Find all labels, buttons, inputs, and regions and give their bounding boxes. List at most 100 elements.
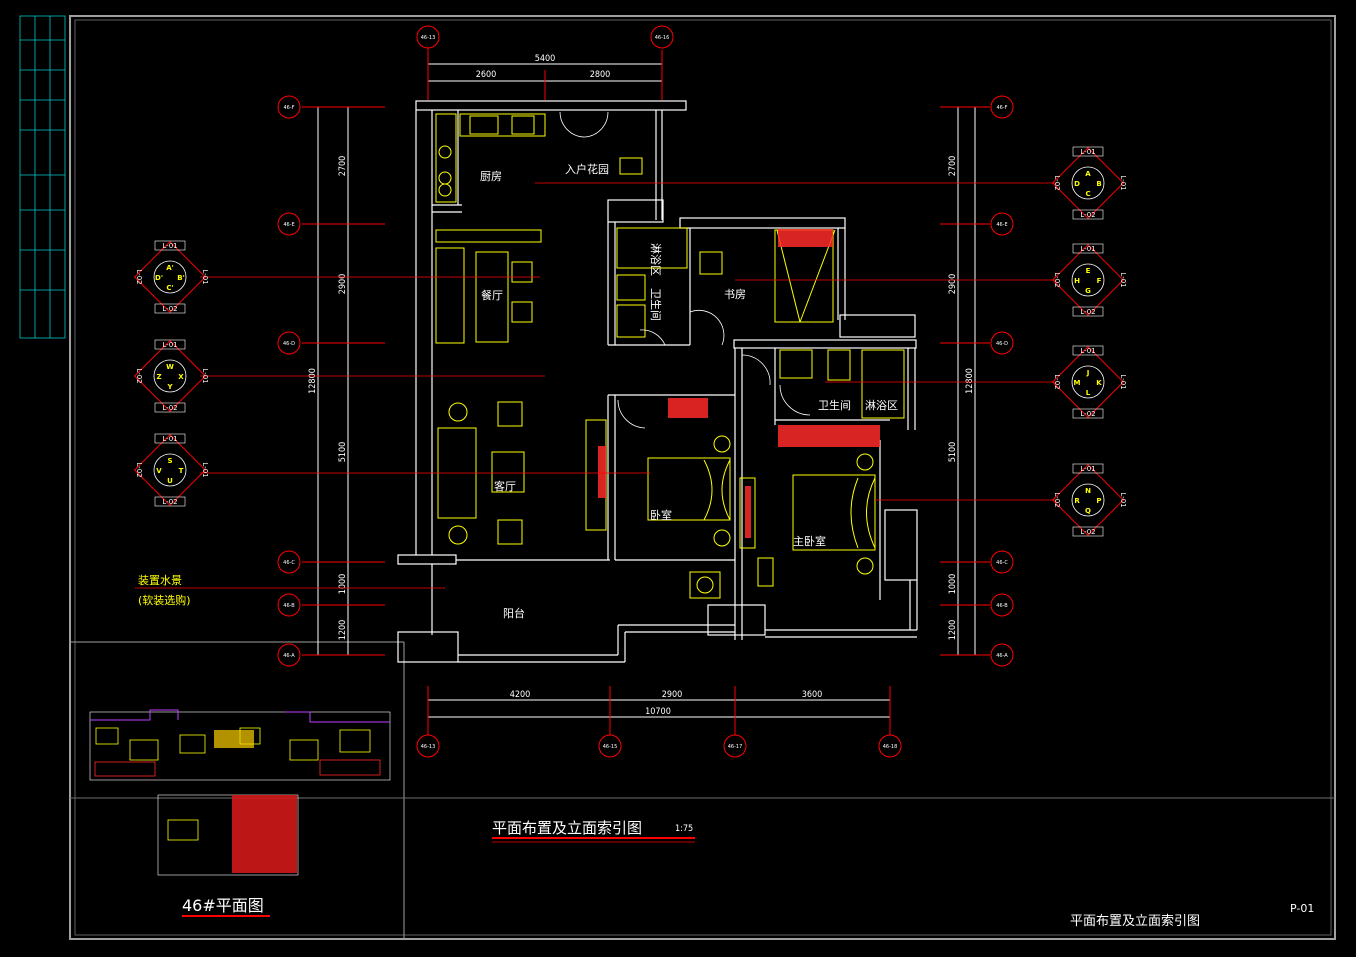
axis-bubble-top-right: 46-16: [650, 25, 674, 49]
svg-text:L-01: L-01: [1080, 465, 1095, 473]
svg-text:J: J: [1086, 369, 1090, 377]
dim-right-1: 2700: [948, 156, 958, 177]
svg-text:L-01: L-01: [201, 368, 209, 383]
room-label-master: 主卧室: [793, 534, 826, 548]
index-leaders: [135, 182, 1057, 589]
svg-text:L-02: L-02: [135, 368, 143, 383]
dim-bottom-total: 10700: [645, 707, 671, 717]
svg-text:L-02: L-02: [1053, 175, 1061, 190]
svg-text:T: T: [179, 467, 184, 475]
svg-text:L: L: [1086, 389, 1091, 397]
svg-text:L-02: L-02: [1053, 374, 1061, 389]
svg-text:S: S: [167, 457, 172, 465]
sheet-number: P-01: [1290, 902, 1314, 915]
svg-text:R: R: [1074, 497, 1080, 505]
dim-right-2: 2900: [948, 274, 958, 295]
axis-bubble-right-3: 46-D: [990, 331, 1014, 355]
axis-bubble-left-3: 46-D: [277, 331, 301, 355]
svg-text:46-E: 46-E: [283, 222, 294, 228]
room-label-shower-2: 淋浴区: [865, 399, 898, 412]
dim-right-4: 1000: [948, 574, 958, 595]
room-label-bedroom: 卧室: [650, 508, 672, 522]
axis-bubble-right-2: 46-E: [990, 212, 1014, 236]
axis-bubble-right-5: 46-B: [990, 593, 1014, 617]
svg-text:K: K: [1096, 379, 1102, 387]
room-label-living: 客厅: [494, 479, 516, 493]
svg-text:46-16: 46-16: [655, 35, 670, 41]
svg-text:L-01: L-01: [1080, 347, 1095, 355]
svg-text:W: W: [166, 363, 174, 371]
walls: [397, 100, 918, 663]
room-label-dining: 餐厅: [481, 288, 503, 302]
room-label-garden: 入户花园: [565, 162, 609, 176]
svg-text:46-A: 46-A: [283, 653, 295, 659]
svg-text:H: H: [1074, 277, 1080, 285]
svg-text:46-17: 46-17: [728, 744, 743, 750]
svg-text:A: A: [1085, 170, 1091, 178]
footer-title: 平面布置及立面索引图: [1070, 914, 1200, 929]
svg-text:L-02: L-02: [162, 498, 177, 506]
axis-bubble-bottom-3: 46-17: [723, 734, 747, 758]
svg-text:L-02: L-02: [135, 269, 143, 284]
svg-text:46-C: 46-C: [283, 560, 295, 566]
svg-text:G: G: [1085, 287, 1091, 295]
svg-text:46-13: 46-13: [421, 744, 436, 750]
note-soft-furnishing: (软装选购): [138, 593, 191, 607]
svg-text:46-18: 46-18: [883, 744, 898, 750]
svg-text:L-02: L-02: [1053, 272, 1061, 287]
drawing-scale: 1:75: [675, 824, 693, 834]
svg-text:U: U: [167, 477, 173, 485]
svg-text:46-B: 46-B: [996, 603, 1008, 609]
svg-text:N: N: [1085, 487, 1091, 495]
dimension-lines: [302, 50, 990, 735]
room-label-kitchen: 厨房: [480, 170, 502, 183]
svg-text:Z: Z: [156, 373, 161, 381]
axis-bubble-left-5: 46-B: [277, 593, 301, 617]
axis-bubble-right-6: 46-A: [990, 643, 1014, 667]
title-block-strip: [19, 15, 66, 339]
key-plan: 46#平面图: [89, 709, 391, 917]
svg-text:46-F: 46-F: [996, 105, 1007, 111]
room-label-bath-1: 卫生间: [649, 288, 663, 321]
axis-bubble-left-4: 46-C: [277, 550, 301, 574]
dim-right-5: 1200: [948, 620, 958, 641]
dim-bottom-b: 2900: [662, 690, 683, 700]
wardrobe-hatches: [598, 229, 880, 538]
axis-bubble-left-2: 46-E: [277, 212, 301, 236]
index-symbol-left-1: L-01 L-02 L-02 L-01 A' B' C' D': [133, 240, 209, 314]
svg-text:C: C: [1085, 190, 1090, 198]
svg-text:46-13: 46-13: [421, 35, 436, 41]
axis-bubble-left-1: 46-F: [277, 95, 301, 119]
room-label-balcony: 阳台: [503, 606, 525, 620]
svg-text:L-01: L-01: [162, 435, 177, 443]
dim-top-b: 2800: [590, 70, 611, 80]
svg-text:B': B': [177, 274, 184, 282]
svg-text:L-01: L-01: [1080, 148, 1095, 156]
furniture: [435, 113, 905, 599]
svg-text:F: F: [1097, 277, 1102, 285]
dim-right-3: 5100: [948, 442, 958, 463]
axis-bubble-bottom-2: 46-15: [598, 734, 622, 758]
svg-text:D: D: [1074, 180, 1080, 188]
svg-text:46-E: 46-E: [996, 222, 1007, 228]
svg-text:L-01: L-01: [1119, 492, 1127, 507]
svg-text:L-01: L-01: [1119, 272, 1127, 287]
dim-left-1: 2700: [338, 156, 348, 177]
room-label-shower-1: 淋浴区: [649, 243, 662, 276]
svg-text:C': C': [166, 284, 173, 292]
dim-bottom-c: 3600: [802, 690, 823, 700]
axis-bubble-right-4: 46-C: [990, 550, 1014, 574]
svg-text:L-02: L-02: [135, 462, 143, 477]
svg-text:46-C: 46-C: [996, 560, 1008, 566]
axis-bubbles: 46-13 46-16 46-13 46-15 46-17 46-18 46-F…: [277, 25, 1014, 758]
dim-left-total: 12800: [308, 368, 318, 394]
dim-left-2: 2900: [338, 274, 348, 295]
svg-text:L-01: L-01: [201, 462, 209, 477]
dim-right-total: 12800: [965, 368, 975, 394]
dim-left-5: 1200: [338, 620, 348, 641]
axis-bubble-bottom-4: 46-18: [878, 734, 902, 758]
dim-bottom-a: 4200: [510, 690, 531, 700]
svg-text:L-02: L-02: [1080, 410, 1095, 418]
svg-text:A': A': [166, 264, 174, 272]
